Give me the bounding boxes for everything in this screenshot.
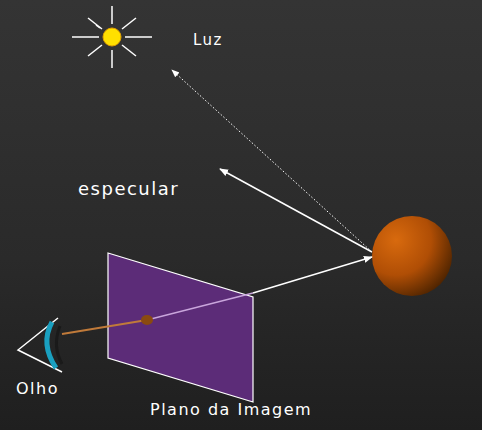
eye-ray [62,320,147,334]
primary-ray [253,257,372,293]
text-label: Plano da Imagem [150,400,312,419]
pixel-dot [141,315,153,325]
sphere [372,216,452,296]
shadow-ray [172,70,372,252]
text-label: especular [78,178,179,200]
image-plane [108,253,253,402]
text-label: Luz [193,31,223,49]
specular-ray [220,169,372,252]
sun-core [103,28,121,46]
primary-ray-inside [147,293,253,320]
light-source [72,6,152,68]
eye [18,318,62,372]
text-label: Olho [16,379,59,398]
